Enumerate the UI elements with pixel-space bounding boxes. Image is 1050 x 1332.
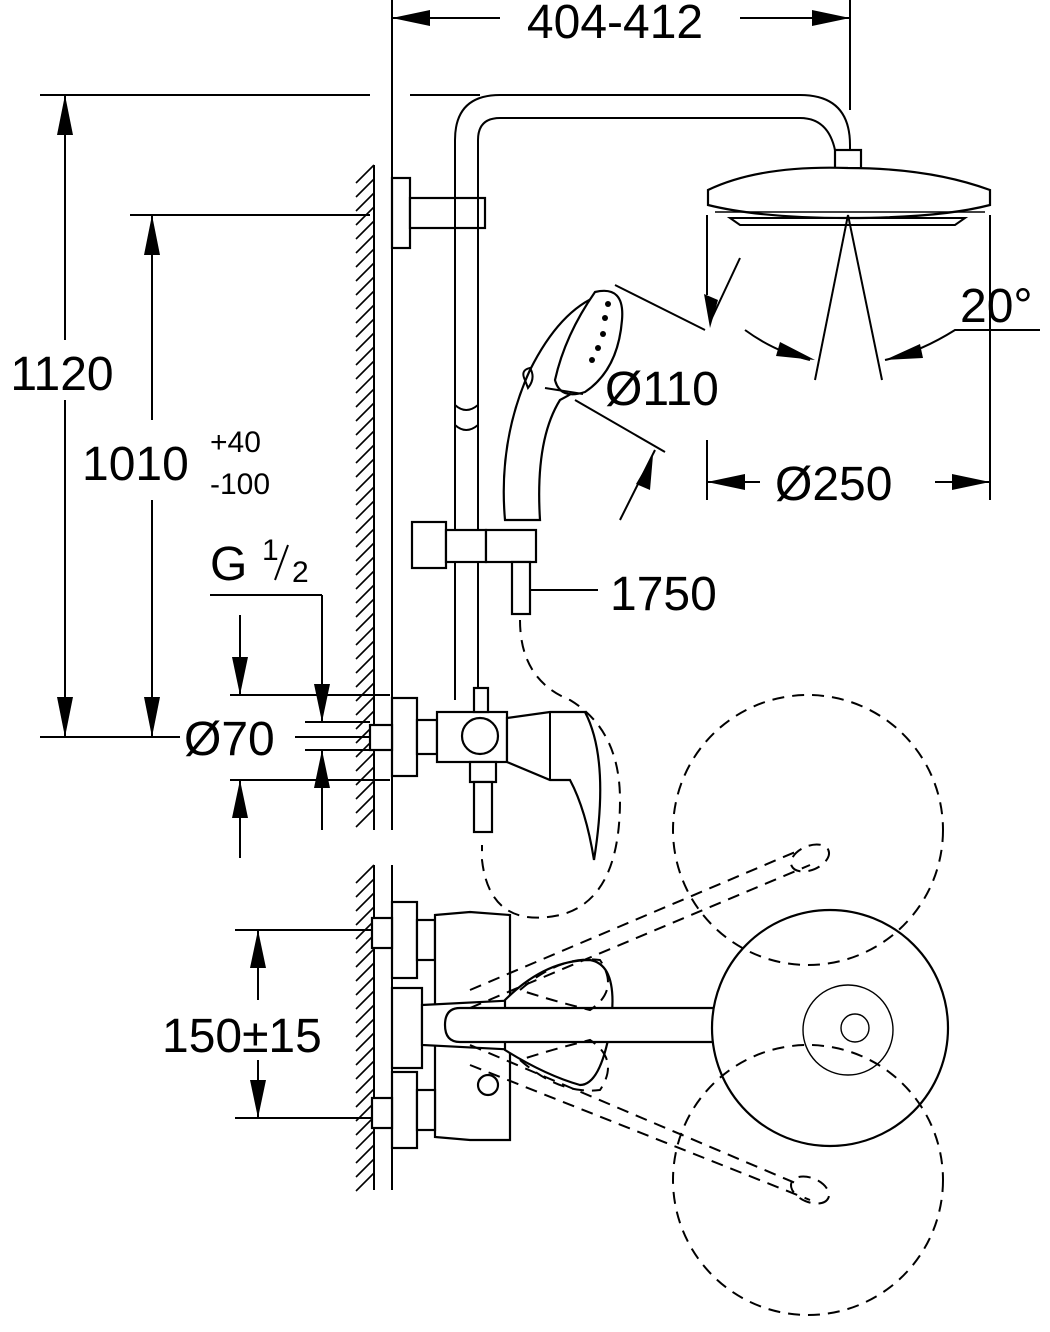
thread-numerator: 1 (262, 534, 279, 567)
wall-hatch-line (355, 696, 375, 716)
hand-shower: Ø110 (502, 257, 741, 522)
wall-hatch-line (355, 570, 375, 590)
wall-hatch-line (355, 710, 375, 730)
wall-hatch-line (355, 542, 375, 562)
wall-hatch-line (355, 374, 375, 394)
wall-hatch-line (355, 1088, 375, 1108)
wall-hatch-line (355, 178, 375, 198)
wall-hatch-line (355, 248, 375, 268)
hand-shower-diameter-label: Ø110 (605, 363, 719, 416)
tilt-angle-label: 20° (960, 280, 1033, 333)
slider-hose-length: 1750 (410, 520, 717, 621)
wall-hatch-line (355, 192, 375, 212)
wall-hatch-line (355, 430, 375, 450)
wall-hatch-line (355, 472, 375, 492)
wall-hatch-line (355, 752, 375, 772)
wall-hatch-line (355, 360, 375, 380)
wall-hatch-line (355, 1158, 375, 1178)
wall-hatch-line (355, 290, 375, 310)
total-height-dimension: 1120 (0, 94, 480, 738)
wall-hatch-line (355, 906, 375, 926)
wall-hatch-line (355, 654, 375, 674)
outlet-tolerance-plus: +40 (210, 426, 261, 459)
wall-hatch-line (355, 878, 375, 898)
wall-hatch-line (355, 164, 375, 184)
wall-hatch-line (355, 514, 375, 534)
wall-hatch-line (355, 262, 375, 282)
head-shower-diameter-label: Ø250 (775, 458, 892, 511)
outlet-height-label: 1010 (82, 438, 189, 491)
width-range-label: 404-412 (527, 0, 703, 49)
wall-hatch-line (355, 444, 375, 464)
wall-hatch-line (355, 892, 375, 912)
wall-hatch-line (355, 626, 375, 646)
wall-hatch-line (355, 682, 375, 702)
wall-hatch-line (355, 318, 375, 338)
wall-hatch-line (355, 528, 375, 548)
wall-hatch-line (355, 304, 375, 324)
shower-riser (390, 94, 851, 919)
wall-hatch-line (355, 1130, 375, 1150)
wall-lower (355, 864, 393, 1192)
wall-hatch-line (355, 332, 375, 352)
wall-hatch-line (355, 766, 375, 786)
wall-hatch-line (355, 1032, 375, 1052)
wall-hatch-line (355, 458, 375, 478)
wall-hatch-line (355, 1060, 375, 1080)
wall-hatch-line (355, 864, 375, 884)
wall-hatch-line (355, 556, 375, 576)
wall-hatch-line (355, 962, 375, 982)
wall-hatch-line (355, 220, 375, 240)
mixer-side-view (368, 686, 602, 861)
swivel-range (469, 694, 944, 1316)
thread-dimension: G 1 2 (210, 534, 370, 830)
wall-hatch-line (355, 234, 375, 254)
wall-hatch-line (355, 1172, 375, 1192)
wall-hatch-line (355, 1144, 375, 1164)
wall-hatch-line (355, 1018, 375, 1038)
thread-denominator: 2 (292, 556, 309, 589)
head-shower: 20° (706, 148, 1040, 500)
inlet-spacing-dimension: 150±15 (162, 929, 400, 1119)
wall-hatch-line (355, 612, 375, 632)
total-height-label: 1120 (10, 348, 113, 401)
outlet-height-dimension: 1010 +40 -100 (80, 214, 370, 737)
rosette-diameter-label: Ø70 (184, 713, 275, 766)
inlet-spacing-label: 150±15 (162, 1010, 322, 1063)
wall-hatch-line (355, 808, 375, 828)
thread-prefix: G (210, 538, 247, 591)
wall-hatch-line (355, 276, 375, 296)
wall-hatch-line (355, 948, 375, 968)
wall-hatch-line (355, 794, 375, 814)
wall-hatch-line (355, 1004, 375, 1024)
wall-hatch-line (355, 388, 375, 408)
wall-hatch-line (355, 976, 375, 996)
wall-hatch-line (355, 640, 375, 660)
head-shower-diameter-dimension: Ø250 (707, 458, 990, 511)
wall-hatch-line (355, 486, 375, 506)
outlet-tolerance-minus: -100 (210, 468, 270, 501)
wall-hatch-line (355, 416, 375, 436)
wall-hatch-line (355, 584, 375, 604)
wall-hatch-line (355, 500, 375, 520)
wall-hatch-line (355, 990, 375, 1010)
mixer-top-view (370, 900, 950, 1150)
wall-hatch-line (355, 402, 375, 422)
width-dimension: 404-412 (391, 0, 851, 165)
rosette-dimension: Ø70 (180, 615, 390, 858)
wall-hatch-line (355, 780, 375, 800)
wall-hatch-line (355, 346, 375, 366)
wall-hatch-line (355, 598, 375, 618)
wall-hatch-line (355, 1046, 375, 1066)
wall-hatch-line (355, 668, 375, 688)
hose-length-label: 1750 (610, 568, 717, 621)
wall-hatch-line (355, 1074, 375, 1094)
